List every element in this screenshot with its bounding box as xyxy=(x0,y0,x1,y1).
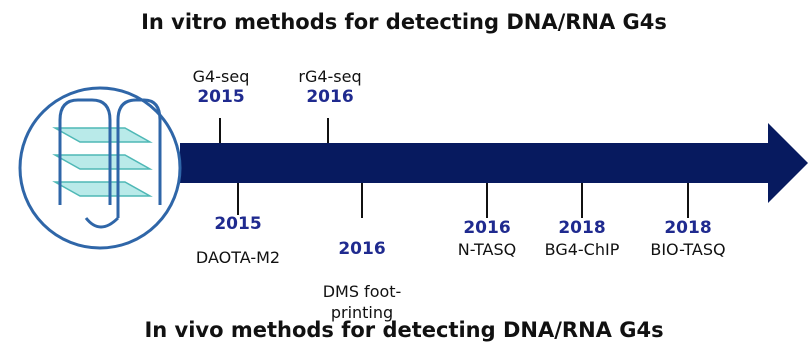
timeline-arrow-shaft xyxy=(180,143,770,183)
method-label: G4-seq xyxy=(192,67,250,86)
year-label: 2015 xyxy=(214,214,262,234)
year-label: 2016 xyxy=(338,239,386,259)
year-label: 2016 xyxy=(306,87,354,107)
year-label: 2015 xyxy=(197,87,245,107)
year-label: 2018 xyxy=(558,218,606,238)
method-label: N-TASQ xyxy=(457,240,517,259)
year-label: 2016 xyxy=(463,218,511,238)
method-label: BG4-ChIP xyxy=(544,240,620,259)
event-bg4-chip: 2018 BG4-ChIP xyxy=(532,218,632,260)
method-label: rG4-seq xyxy=(298,67,362,86)
event-n-tasq: 2016 N-TASQ xyxy=(442,218,532,260)
method-label: DMS foot- printing xyxy=(322,282,402,322)
timeline-arrow-head xyxy=(768,123,808,203)
event-bio-tasq: 2018 BIO-TASQ xyxy=(638,218,738,260)
event-g4-seq: G4-seq 2015 xyxy=(186,66,256,108)
method-label: BIO-TASQ xyxy=(650,240,726,259)
in-vitro-title: In vitro methods for detecting DNA/RNA G… xyxy=(141,10,667,34)
in-vivo-title: In vivo methods for detecting DNA/RNA G4… xyxy=(144,318,664,342)
method-label: DAOTA-M2 xyxy=(195,248,281,267)
event-dms-footprinting: 2016 DMS foot- printing xyxy=(312,218,412,344)
g-quadruplex-icon xyxy=(18,86,182,250)
event-daota-m2: 2015 DAOTA-M2 xyxy=(190,214,286,268)
event-rg4-seq: rG4-seq 2016 xyxy=(292,66,368,108)
year-label: 2018 xyxy=(664,218,712,238)
